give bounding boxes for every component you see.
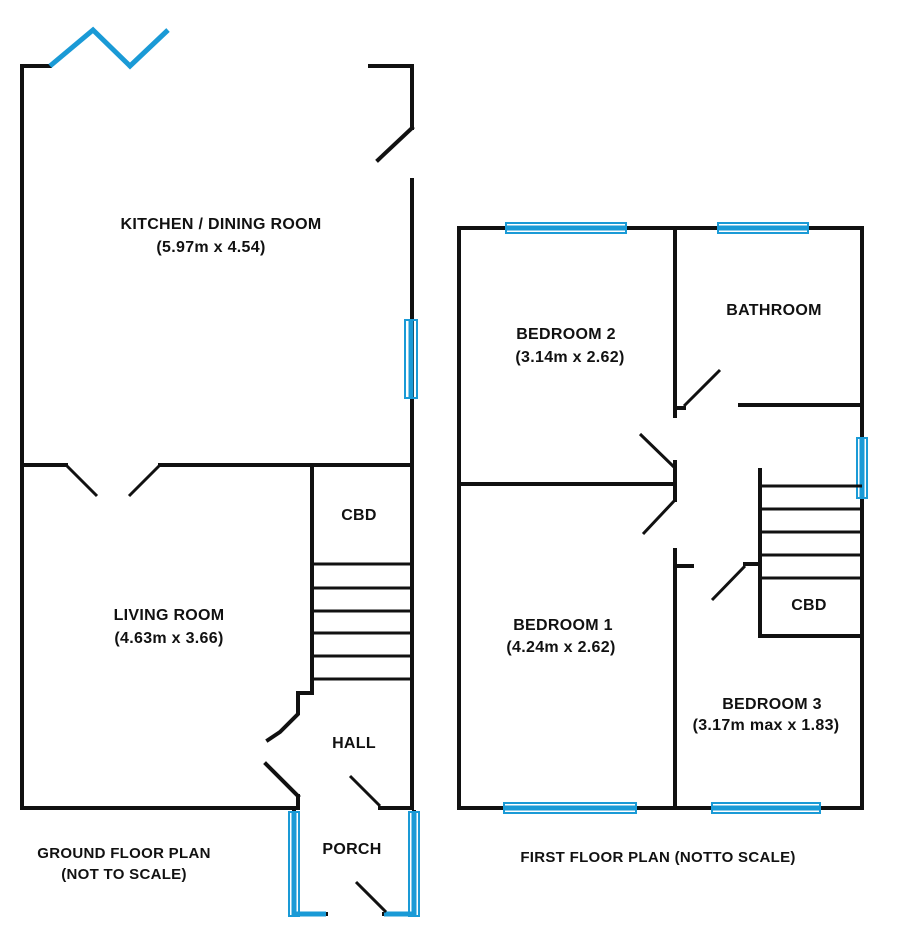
ground-cbd-label: CBD <box>341 507 377 524</box>
bifold-door-icon <box>48 26 170 70</box>
bedroom2-label: BEDROOM 2 <box>516 326 616 343</box>
first-floor-plan: BEDROOM 2 (3.14m x 2.62) BATHROOM BEDROO… <box>457 222 868 866</box>
bedroom1-label: BEDROOM 1 <box>513 617 613 634</box>
porch-right-window <box>384 812 417 917</box>
ground-floor-scale-note: (NOT TO SCALE) <box>61 866 187 883</box>
bedroom2-size: (3.14m x 2.62) <box>515 349 624 366</box>
ground-floor-plan: KITCHEN / DINING ROOM (5.97m x 4.54) LIV… <box>20 26 420 917</box>
bedroom1-door-icon <box>641 498 677 536</box>
living-door-left-icon <box>64 463 99 498</box>
bedroom2-door-icon <box>638 432 677 470</box>
front-door-icon <box>354 880 388 914</box>
bedroom3-label: BEDROOM 3 <box>722 696 822 713</box>
bedroom1-size: (4.24m x 2.62) <box>506 639 615 656</box>
ground-floor-caption: GROUND FLOOR PLAN <box>37 845 210 862</box>
bathroom-door-icon <box>682 368 722 408</box>
kitchen-label: KITCHEN / DINING ROOM <box>121 216 322 233</box>
living-room-size: (4.63m x 3.66) <box>114 630 223 647</box>
porch-inner-door-icon <box>348 774 382 808</box>
living-room-label: LIVING ROOM <box>114 607 225 624</box>
living-door-right-icon <box>127 463 162 498</box>
kitchen-side-door-icon <box>375 125 415 163</box>
hall-partition-wall <box>265 463 314 743</box>
bedroom3-size: (3.17m max x 1.83) <box>693 717 840 734</box>
porch-label: PORCH <box>322 841 381 858</box>
living-hall-door-icon <box>263 761 301 799</box>
bedroom3-door-icon <box>710 564 747 602</box>
hall-label: HALL <box>332 735 376 752</box>
kitchen-size: (5.97m x 4.54) <box>156 239 265 256</box>
first-cbd-label: CBD <box>791 597 827 614</box>
bathroom-label: BATHROOM <box>726 302 821 319</box>
porch-left-window <box>291 812 326 917</box>
first-floor-caption: FIRST FLOOR PLAN (NOTTO SCALE) <box>520 849 795 866</box>
